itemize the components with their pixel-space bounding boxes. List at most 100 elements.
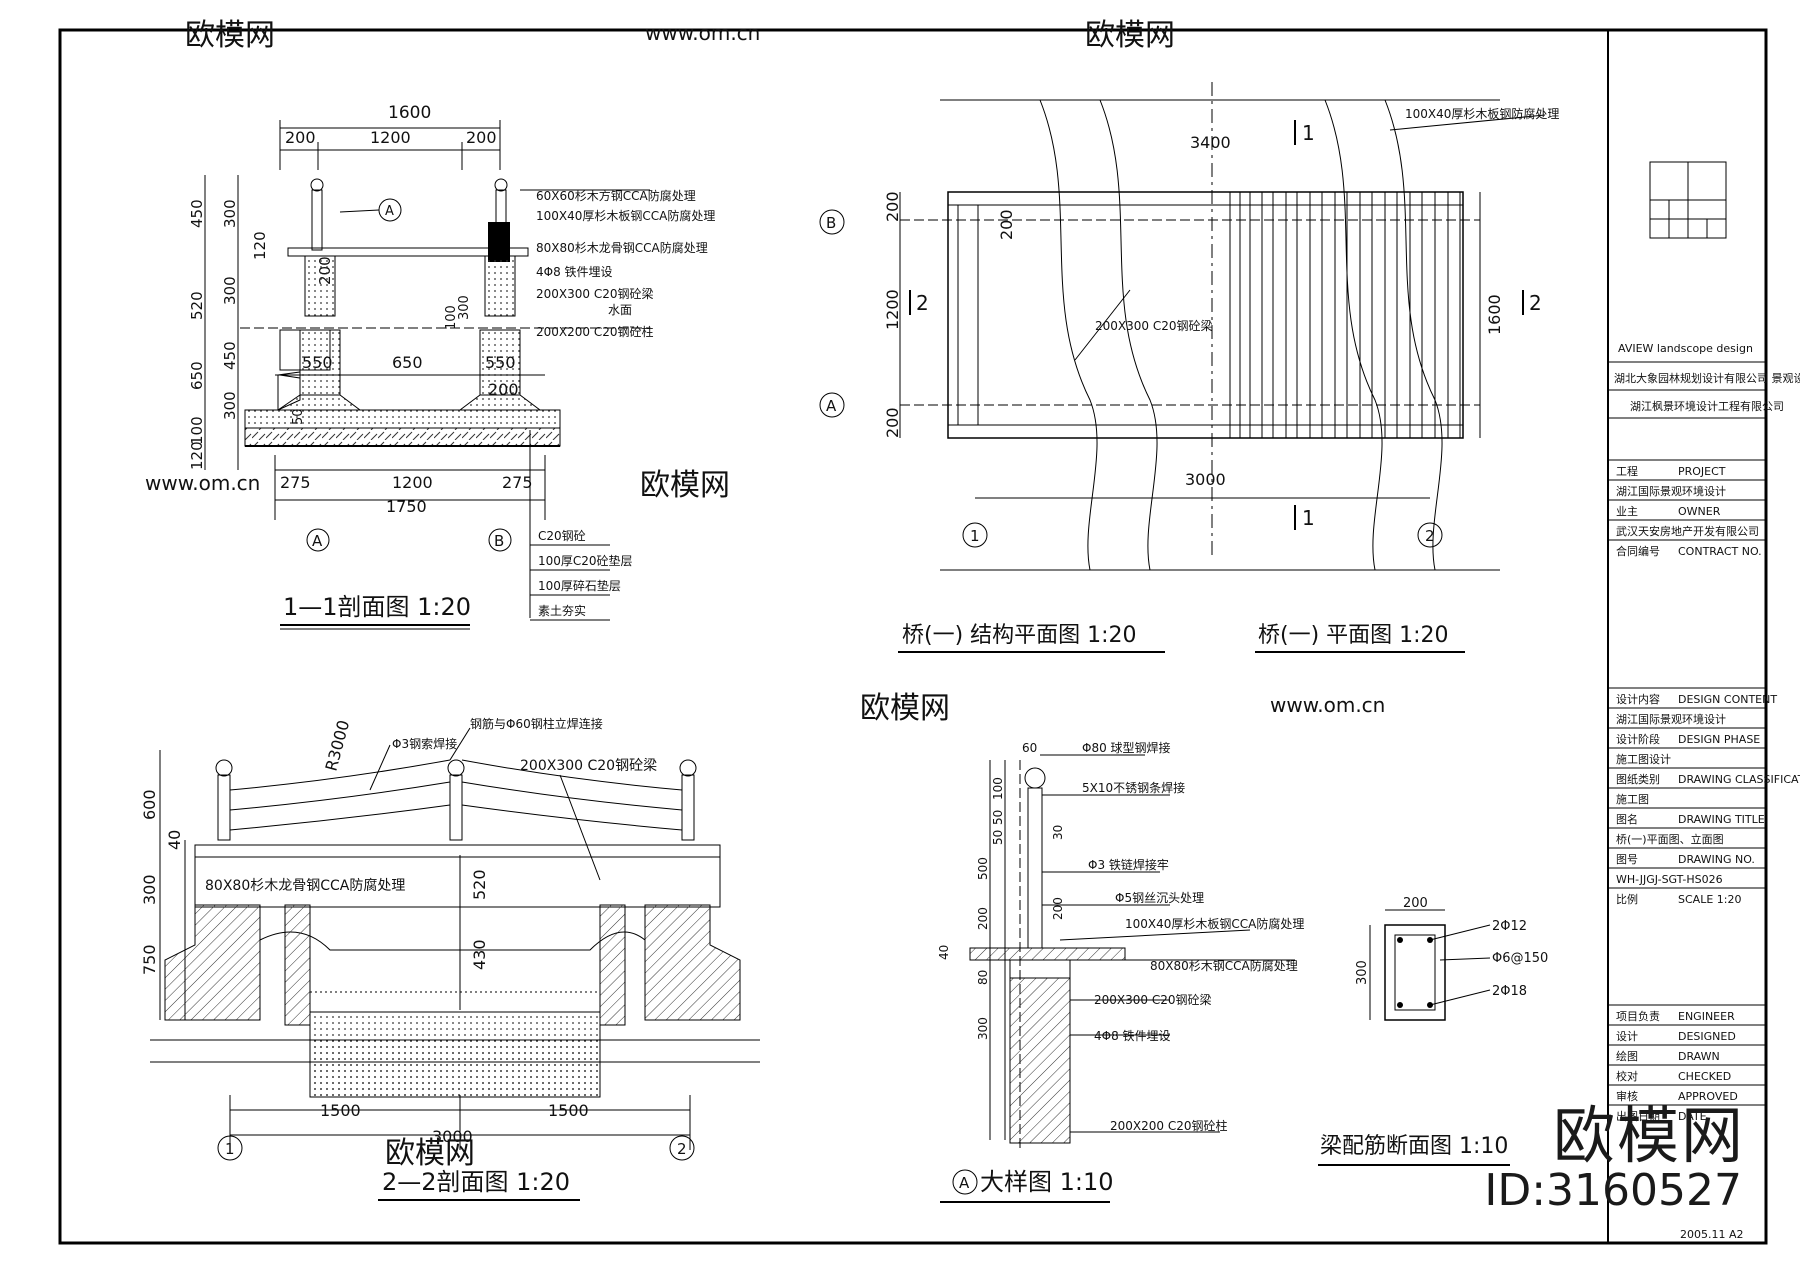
s11-axis-b: B — [494, 532, 504, 550]
da-note-5: 80X80杉木钢CCA防腐处理 — [1150, 958, 1298, 973]
s22-note-3: 80X80杉木龙骨钢CCA防腐处理 — [205, 877, 405, 894]
wm-site-3: www.om.cn — [1270, 693, 1385, 717]
title-block: AVIEW landscope design 湖北大象园林规划设计有限公司 景观… — [1608, 161, 1800, 1244]
beam-height: 300 — [1355, 960, 1370, 985]
s11-dim-550a: 550 — [302, 353, 333, 372]
sp-sec-2-right: 2 — [1529, 291, 1542, 315]
tb-label-5: 设计内容 — [1616, 692, 1660, 706]
tb-label-13: 图号 — [1616, 853, 1638, 866]
da-dim-15: 200 — [1051, 897, 1065, 920]
da-dim-6: 30 — [1051, 825, 1065, 840]
watermarks: 欧模网 www.om.cn 欧模网 欧模网 www.om.cn 欧模网 www.… — [145, 18, 1385, 1171]
da-note-0: Φ80 球型钢焊接 — [1082, 740, 1171, 755]
da-note-3: Φ5钢丝沉头处理 — [1115, 891, 1204, 905]
tb-value-15: SCALE 1:20 — [1678, 893, 1741, 906]
s11-dim-l1: 300 — [221, 199, 239, 228]
wm-brand-4: 欧模网 — [860, 691, 950, 726]
wm-site-2: www.om.cn — [145, 471, 260, 495]
da-dim-3: 50 — [991, 830, 1005, 845]
s11-dim-1600: 1600 — [388, 103, 431, 123]
s11-note-1: 100X40厚杉木板钢CCA防腐处理 — [536, 208, 715, 223]
s22-dim-520: 520 — [470, 869, 489, 900]
da-note-1: 5X10不锈钢条焊接 — [1082, 780, 1185, 795]
s22-axis-1: 1 — [225, 1140, 235, 1158]
da-note-8: 200X200 C20钢砼柱 — [1110, 1118, 1228, 1133]
s11-dim-l6: 650 — [188, 361, 206, 390]
s11-callout-a: A — [385, 204, 394, 219]
s11-dim-275a: 275 — [280, 473, 311, 492]
section-1-1: 1600 200 1200 200 450 300 120 520 300 20… — [188, 103, 715, 630]
s22-axis-2: 2 — [677, 1140, 687, 1158]
sp-note-0: 100X40厚杉木板钢防腐处理 — [1405, 106, 1559, 121]
da-dim-5: 500 — [976, 857, 990, 880]
s11-note-2: 80X80杉木龙骨钢CCA防腐处理 — [536, 240, 708, 255]
da-dim-0: 60 — [1022, 741, 1037, 755]
da-title-mark: A — [959, 1174, 970, 1192]
tb-sign-label-5: 出图日期 — [1616, 1109, 1660, 1123]
sp-sec-1-bot: 1 — [1302, 506, 1315, 530]
s22-title: 2—2剖面图 1:20 — [382, 1168, 570, 1196]
s11-note-6: 水面 — [608, 303, 632, 317]
sp-axis-a: A — [826, 397, 837, 415]
s11-dim-300: 300 — [457, 295, 472, 320]
sp-dim-1200: 1200 — [883, 289, 902, 330]
tb-label-15: 比例 — [1616, 892, 1638, 906]
tb-label-2: 业主 — [1616, 505, 1638, 518]
detail-a: 60 100 50 50 500 30 200 200 80 300 40 Φ8… — [937, 740, 1304, 1203]
s11-layer-3: 素土夯实 — [538, 603, 586, 618]
tb-value-5: DESIGN CONTENT — [1678, 693, 1777, 706]
da-dim-9: 200 — [976, 907, 990, 930]
sp-sec-2-left: 2 — [916, 291, 929, 315]
s11-dim-200a: 200 — [285, 128, 316, 147]
s22-note-0: Φ3钢索焊接 — [392, 736, 457, 751]
wm-brand-3: 欧模网 — [640, 468, 730, 503]
s11-dim-100: 100 — [444, 305, 459, 330]
s11-note-4: 200X300 C20钢砼梁 — [536, 286, 654, 301]
tb-label-6: 湖江国际景观环境设计 — [1616, 712, 1726, 726]
wm-brand-5: 欧模网 — [385, 1136, 475, 1171]
s11-layer-0: C20钢砼 — [538, 529, 586, 543]
da-title: 大样图 1:10 — [980, 1168, 1114, 1196]
tb-sign-label-0: 项目负责 — [1616, 1009, 1660, 1023]
beam-section: 200 300 2Φ12 Φ6@150 2Φ18 梁配筋断面图 1:10 — [1318, 896, 1548, 1166]
beam-rebar-2: 2Φ18 — [1492, 984, 1527, 999]
s11-dim-l10: 120 — [188, 441, 206, 470]
s11-note-0: 60X60杉木方钢CCA防腐处理 — [536, 188, 696, 203]
da-note-6: 200X300 C20钢砼梁 — [1094, 992, 1212, 1007]
s11-dim-1200: 1200 — [370, 128, 411, 147]
s11-dim-1200b: 1200 — [392, 473, 433, 492]
tb-label-12: 桥(一)平面图、立面图 — [1616, 832, 1724, 846]
s22-dim-1500a: 1500 — [320, 1101, 361, 1120]
s22-dim-3000: 3000 — [432, 1127, 473, 1146]
s22-dim-600: 600 — [140, 789, 159, 820]
sp-axis-1: 1 — [970, 527, 980, 545]
tb-sign-value-4: APPROVED — [1678, 1090, 1738, 1103]
tb-label-10: 施工图 — [1616, 793, 1649, 806]
da-dim-1: 100 — [991, 777, 1005, 800]
s11-dim-200c: 200 — [488, 380, 519, 399]
s11-layer-2: 100厚碎石垫层 — [538, 578, 621, 593]
sp-title-struct: 桥(一) 结构平面图 1:20 — [902, 623, 1137, 648]
s11-dim-l0: 450 — [188, 199, 206, 228]
s22-dim-40: 40 — [165, 830, 184, 850]
tb-value-4: CONTRACT NO. — [1678, 545, 1762, 558]
tb-sign-value-5: DATE — [1678, 1110, 1707, 1123]
s22-dim-1500b: 1500 — [548, 1101, 589, 1120]
wm-site-1: www.om.cn — [645, 21, 760, 45]
tb-label-1: 湖江国际景观环境设计 — [1616, 484, 1726, 498]
s11-dim-l7: 450 — [221, 341, 239, 370]
sp-axis-2: 2 — [1425, 527, 1435, 545]
tb-value-0: PROJECT — [1678, 465, 1726, 478]
sp-dim-3000: 3000 — [1185, 470, 1226, 489]
tb-sign-value-3: CHECKED — [1678, 1070, 1731, 1083]
tb-sign-label-1: 设计 — [1616, 1030, 1638, 1043]
sp-dim-200b: 200 — [997, 209, 1016, 240]
tb-label-0: 工程 — [1616, 465, 1638, 478]
s22-dim-750: 750 — [140, 944, 159, 975]
da-dim-2: 50 — [991, 810, 1005, 825]
s11-notes: 60X60杉木方钢CCA防腐处理 100X40厚杉木板钢CCA防腐处理 80X8… — [520, 188, 715, 339]
s11-dim-50: 50 — [291, 408, 306, 425]
s22-radius: R3000 — [322, 718, 354, 773]
da-dim-16: 80 — [976, 970, 990, 985]
